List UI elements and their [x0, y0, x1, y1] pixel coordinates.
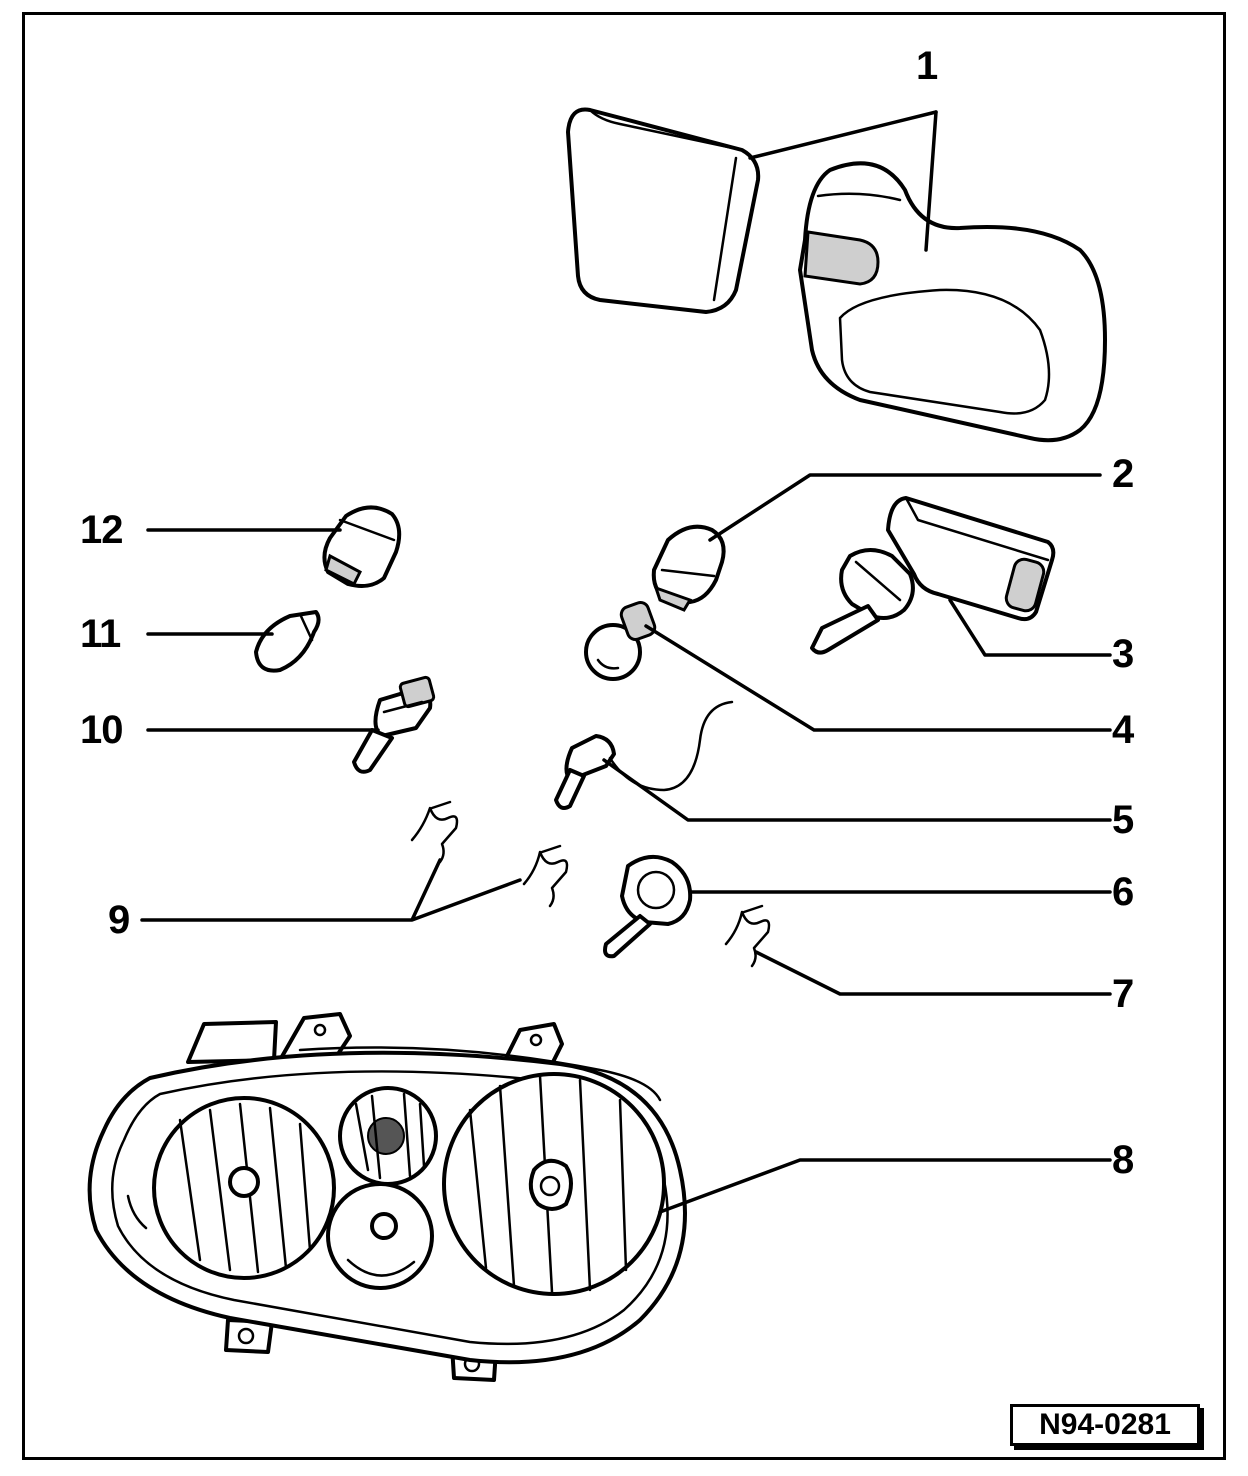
callout-6: 6	[1112, 870, 1134, 914]
leader-line-4	[644, 624, 1112, 732]
callout-4: 4	[1112, 708, 1134, 752]
callout-7: 7	[1112, 972, 1134, 1016]
halogen-bulb-6	[603, 854, 693, 959]
callout-8: 8	[1112, 1138, 1134, 1182]
leader-line-2	[708, 473, 1102, 542]
leader-line-7	[754, 950, 1112, 996]
callout-9: 9	[108, 898, 130, 942]
leader-line-1a	[748, 110, 938, 160]
spring-clip-9a	[410, 800, 459, 864]
headlight-housing-8	[87, 1012, 687, 1382]
bulb-socket-12	[322, 505, 402, 588]
round-bulb-4	[584, 600, 657, 681]
callout-1: 1	[916, 44, 938, 88]
wedge-bulb-11	[254, 610, 321, 673]
reference-code-label: N94-0281	[1010, 1404, 1200, 1446]
leader-line-5	[602, 758, 1112, 822]
leader-line-8	[658, 1158, 1112, 1214]
wired-bulb-5	[554, 700, 734, 810]
cover-cap-large	[798, 161, 1107, 443]
spring-clip-9b	[522, 844, 569, 908]
callout-12: 12	[80, 508, 123, 552]
callout-3: 3	[1112, 632, 1134, 676]
leader-line-9	[140, 858, 522, 922]
wedge-bulb-2	[651, 524, 726, 612]
leader-line-1b	[924, 110, 938, 252]
bulb-holder-3	[810, 496, 1056, 655]
callout-11: 11	[80, 612, 121, 656]
leader-line-3	[948, 598, 1112, 657]
callout-5: 5	[1112, 798, 1134, 842]
callout-2: 2	[1112, 452, 1134, 496]
callout-10: 10	[80, 708, 123, 752]
socket-bulb-10	[352, 675, 436, 774]
cover-cap-small	[566, 107, 761, 314]
